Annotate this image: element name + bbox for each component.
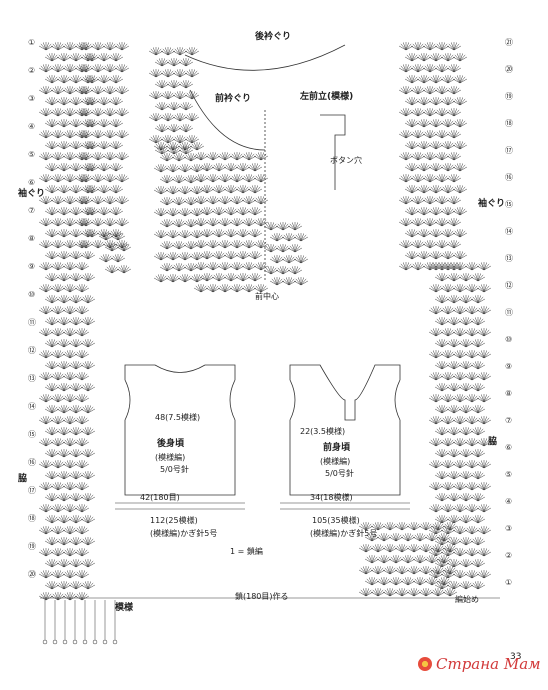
armhole-left-label: 袖ぐり bbox=[18, 190, 45, 199]
row-marker-right: ⑪ bbox=[505, 308, 513, 317]
side-left-label: 脇 bbox=[18, 475, 27, 484]
band-right: (模様編)かぎ針5号 bbox=[310, 530, 377, 538]
placket-label: 左前立(模様) bbox=[300, 93, 353, 102]
row-marker-right: ⑧ bbox=[505, 389, 512, 398]
fringe-tassel bbox=[73, 640, 77, 644]
row-marker-right: ⑦ bbox=[505, 416, 512, 425]
row-marker-left: ① bbox=[28, 38, 35, 47]
row-marker-left: ⑪ bbox=[28, 318, 36, 327]
row-marker-left: ⑦ bbox=[28, 206, 35, 215]
start-note: 編始め bbox=[455, 596, 479, 604]
fringe-tassel bbox=[83, 640, 87, 644]
row-marker-left: ⑮ bbox=[28, 430, 36, 439]
bottom-band-label: 模様 bbox=[115, 604, 133, 613]
back-neck-label: 後衿ぐり bbox=[255, 33, 291, 42]
row-marker-left: ⑲ bbox=[28, 542, 36, 551]
row-marker-left: ⑭ bbox=[28, 402, 36, 411]
back-panel-pattern: (模様編) bbox=[155, 454, 185, 462]
front-width: 22(3.5模様) bbox=[300, 428, 345, 436]
back-total: 112(25模様) bbox=[150, 517, 198, 525]
row-marker-left: ⑩ bbox=[28, 290, 35, 299]
front-panel-pattern: (模様編) bbox=[320, 458, 350, 466]
bottom-chain: 鎖(180目)作る bbox=[235, 593, 289, 601]
fringe-tassel bbox=[63, 640, 67, 644]
row-marker-left: ② bbox=[28, 66, 35, 75]
row-marker-right: ① bbox=[505, 578, 512, 587]
row-marker-right: ⑳ bbox=[505, 65, 513, 74]
row-marker-left: ⑥ bbox=[28, 178, 35, 187]
front-neck-label: 前衿ぐり bbox=[215, 95, 251, 104]
row-marker-right: ⑨ bbox=[505, 362, 512, 371]
fringe-tassel bbox=[43, 640, 47, 644]
front-panel-hook: 5/0号針 bbox=[325, 470, 354, 478]
row-marker-right: ④ bbox=[505, 497, 512, 506]
row-marker-left: ⑰ bbox=[28, 486, 36, 495]
front-panel-title: 前身頃 bbox=[323, 444, 350, 453]
row-marker-right: ⑱ bbox=[505, 119, 513, 128]
fringe-tassel bbox=[93, 640, 97, 644]
row-marker-left: ⑯ bbox=[28, 458, 36, 467]
row-marker-left: ④ bbox=[28, 122, 35, 131]
back-neck-curve bbox=[185, 45, 345, 70]
fringe-tassel bbox=[53, 640, 57, 644]
placket-inset bbox=[320, 115, 345, 190]
symbol-note: 1 = 鎖編 bbox=[230, 548, 263, 556]
back-panel-outline bbox=[125, 365, 235, 495]
row-marker-right: ⑲ bbox=[505, 92, 513, 101]
watermark-text: Страна Мам bbox=[436, 655, 541, 673]
row-marker-right: ⑮ bbox=[505, 200, 513, 209]
row-marker-right: ③ bbox=[505, 524, 512, 533]
row-marker-right: ⑤ bbox=[505, 470, 512, 479]
row-marker-right: ㉑ bbox=[505, 38, 513, 47]
back-panel-title: 後身頃 bbox=[157, 440, 184, 449]
row-marker-right: ⑯ bbox=[505, 173, 513, 182]
row-marker-left: ⑳ bbox=[28, 570, 36, 579]
row-marker-left: ⑬ bbox=[28, 374, 36, 383]
row-marker-left: ⑱ bbox=[28, 514, 36, 523]
row-marker-right: ⑥ bbox=[505, 443, 512, 452]
row-marker-right: ⑭ bbox=[505, 227, 513, 236]
fringe-tassel bbox=[103, 640, 107, 644]
row-marker-right: ⑩ bbox=[505, 335, 512, 344]
row-marker-left: ⑧ bbox=[28, 234, 35, 243]
row-marker-left: ⑨ bbox=[28, 262, 35, 271]
side-right-label: 脇 bbox=[488, 438, 497, 447]
row-marker-right: ⑫ bbox=[505, 281, 513, 290]
back-panel-hook: 5/0号針 bbox=[160, 466, 189, 474]
row-marker-right: ⑰ bbox=[505, 146, 513, 155]
back-hem: 42(180目) bbox=[140, 494, 180, 502]
row-marker-right: ② bbox=[505, 551, 512, 560]
band-left: (模様編)かぎ針5号 bbox=[150, 530, 217, 538]
watermark: Страна Мам bbox=[418, 655, 541, 673]
back-width: 48(7.5模様) bbox=[155, 414, 200, 422]
row-marker-right: ⑬ bbox=[505, 254, 513, 263]
row-marker-left: ⑫ bbox=[28, 346, 36, 355]
front-total: 105(35模様) bbox=[312, 517, 360, 525]
armhole-right-label: 袖ぐり bbox=[478, 200, 505, 209]
fringe-tassel bbox=[113, 640, 117, 644]
flower-icon bbox=[418, 657, 432, 671]
center-front-label: 前中心 bbox=[255, 293, 279, 301]
row-marker-left: ③ bbox=[28, 94, 35, 103]
button-note: ボタン穴 bbox=[330, 157, 362, 165]
row-marker-left: ⑤ bbox=[28, 150, 35, 159]
front-hem: 34(18模様) bbox=[310, 494, 353, 502]
